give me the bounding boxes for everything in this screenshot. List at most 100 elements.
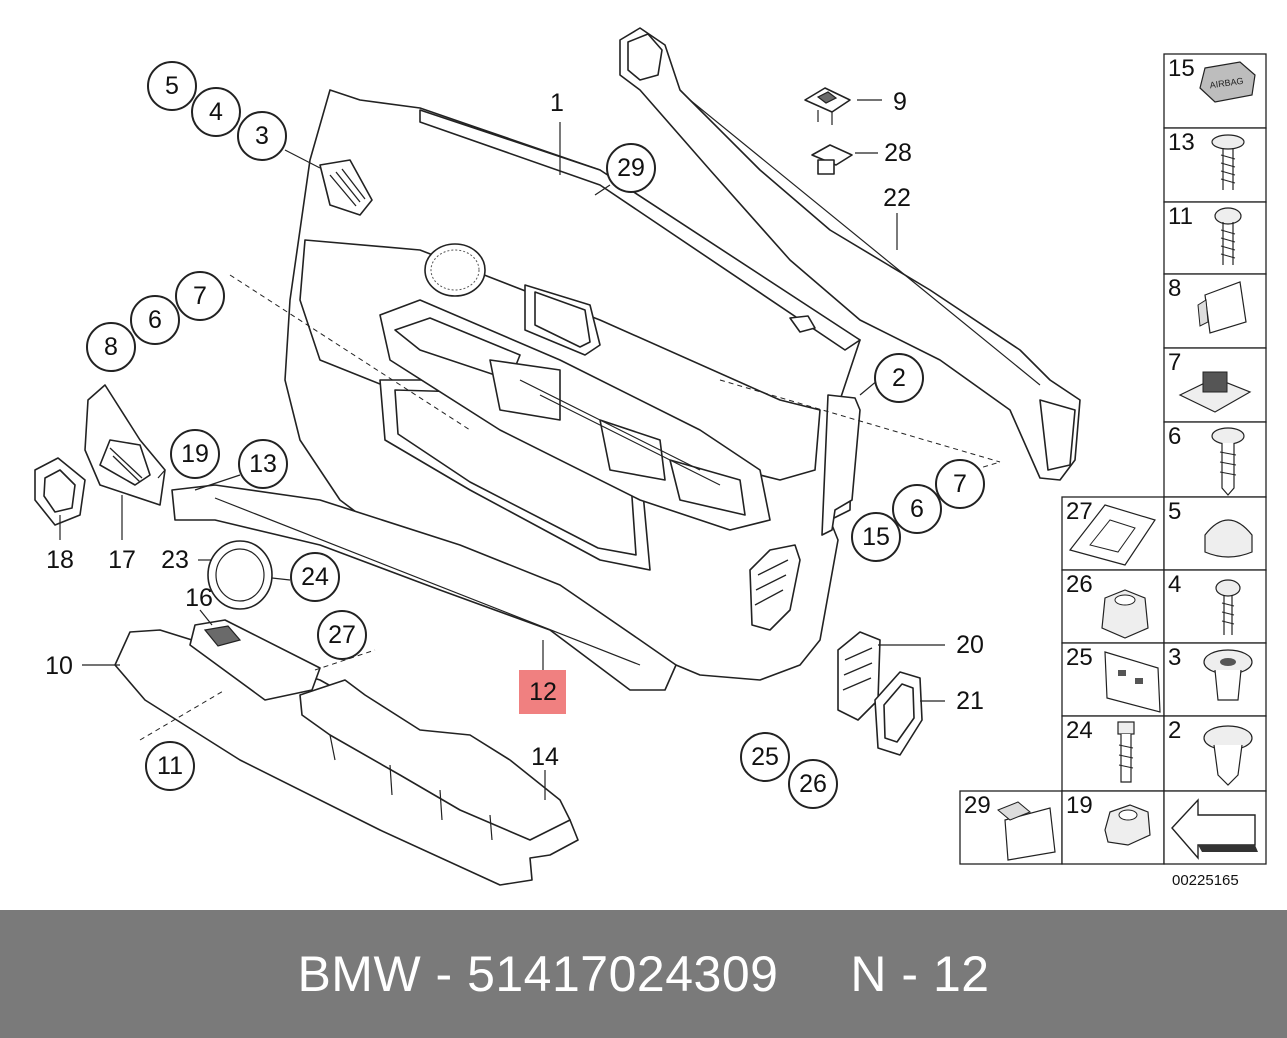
- door-trim-panel: [284, 89, 861, 681]
- callout-21: 21: [956, 687, 984, 715]
- svg-text:2: 2: [1168, 717, 1181, 744]
- callout-6-left: 6: [130, 295, 180, 345]
- grid-cell-11: 11: [1163, 201, 1267, 275]
- grid-cell-29: 29: [959, 790, 1063, 865]
- svg-text:19: 19: [1066, 792, 1093, 819]
- svg-text:4: 4: [209, 98, 223, 126]
- grid-cell-15: 15 AIRBAG: [1163, 53, 1267, 129]
- callout-15: 15: [851, 512, 901, 562]
- grid-cell-24: 24: [1061, 715, 1165, 792]
- svg-text:7: 7: [193, 282, 207, 310]
- grid-cell-3: 3: [1163, 642, 1267, 717]
- svg-text:18: 18: [46, 546, 74, 574]
- parts-grid: 15 AIRBAG 13 11 8 7: [959, 53, 1267, 865]
- grid-cell-13: 13: [1163, 127, 1267, 203]
- svg-text:3: 3: [255, 122, 269, 150]
- upper-trim-strip: [619, 27, 1081, 481]
- grid-cell-5: 5: [1163, 496, 1267, 571]
- svg-text:25: 25: [1066, 644, 1093, 671]
- svg-text:5: 5: [165, 72, 179, 100]
- svg-text:13: 13: [1168, 129, 1195, 156]
- svg-text:20: 20: [956, 631, 984, 659]
- callout-10: 10: [45, 652, 73, 680]
- grid-cell-19: 19: [1061, 790, 1165, 865]
- left-small-parts: [34, 384, 273, 610]
- svg-text:24: 24: [301, 563, 329, 591]
- callout-7-left: 7: [175, 271, 225, 321]
- callout-20: 20: [956, 631, 984, 659]
- svg-text:26: 26: [799, 770, 827, 798]
- grid-cell-arrow: [1163, 790, 1267, 865]
- svg-text:1: 1: [550, 89, 564, 117]
- svg-text:16: 16: [185, 584, 213, 612]
- footer-bar: BMW - 51417024309 N - 12: [0, 910, 1287, 1038]
- svg-text:2: 2: [892, 364, 906, 392]
- svg-text:8: 8: [104, 333, 118, 361]
- grid-cell-2: 2: [1163, 715, 1267, 792]
- callout-12-highlighted: 12: [519, 670, 566, 714]
- svg-text:27: 27: [1066, 498, 1093, 525]
- callout-13: 13: [238, 439, 288, 489]
- svg-text:11: 11: [1168, 203, 1193, 230]
- grid-cell-4: 4: [1163, 569, 1267, 644]
- svg-text:19: 19: [181, 440, 209, 468]
- svg-text:7: 7: [953, 470, 967, 498]
- svg-text:15: 15: [1168, 55, 1195, 82]
- callout-14: 14: [531, 743, 559, 771]
- callout-6-right: 6: [892, 484, 942, 534]
- svg-text:27: 27: [328, 621, 356, 649]
- svg-text:8: 8: [1168, 275, 1181, 302]
- svg-text:22: 22: [883, 184, 911, 212]
- callout-11: 11: [145, 741, 195, 791]
- callout-23: 23: [161, 546, 189, 574]
- grid-cell-8: 8: [1163, 273, 1267, 349]
- svg-text:6: 6: [910, 495, 924, 523]
- svg-text:26: 26: [1066, 571, 1093, 598]
- parts-diagram: 5 4 3 1 29 9 28 22 7 6 8 2 19 13 18 17 2…: [34, 27, 1267, 889]
- svg-text:3: 3: [1168, 644, 1181, 671]
- svg-text:24: 24: [1066, 717, 1093, 744]
- svg-text:21: 21: [956, 687, 984, 715]
- callout-24: 24: [290, 552, 340, 602]
- callout-5: 5: [147, 61, 197, 111]
- grid-cell-27: 27: [1061, 496, 1165, 571]
- callout-22: 22: [883, 184, 911, 212]
- callout-25: 25: [740, 732, 790, 782]
- callout-2: 2: [874, 353, 924, 403]
- callout-17: 17: [108, 546, 136, 574]
- grid-cell-26: 26: [1061, 569, 1165, 644]
- armrest-assembly: [114, 619, 579, 886]
- svg-text:12: 12: [529, 678, 557, 706]
- callout-4: 4: [191, 87, 241, 137]
- callout-28: 28: [884, 139, 912, 167]
- svg-text:4: 4: [1168, 571, 1181, 598]
- grid-cell-25: 25: [1061, 642, 1165, 717]
- callout-3: 3: [237, 111, 287, 161]
- part-number-text: BMW - 51417024309 N - 12: [297, 946, 990, 1002]
- svg-text:AIRBAG: AIRBAG: [1209, 76, 1244, 91]
- svg-text:25: 25: [751, 743, 779, 771]
- svg-text:17: 17: [108, 546, 136, 574]
- svg-text:10: 10: [45, 652, 73, 680]
- callout-29: 29: [606, 143, 656, 193]
- svg-text:15: 15: [862, 523, 890, 551]
- callout-19: 19: [170, 429, 220, 479]
- svg-text:29: 29: [964, 792, 991, 819]
- svg-text:5: 5: [1168, 498, 1181, 525]
- svg-text:11: 11: [157, 752, 183, 780]
- callout-26: 26: [788, 759, 838, 809]
- svg-text:28: 28: [884, 139, 912, 167]
- diagram-number: 00225165: [1172, 872, 1239, 889]
- svg-text:7: 7: [1168, 349, 1181, 376]
- svg-text:13: 13: [249, 450, 277, 478]
- right-small-parts: [804, 87, 923, 756]
- svg-text:6: 6: [148, 306, 162, 334]
- callout-16: 16: [185, 584, 213, 612]
- svg-text:6: 6: [1168, 423, 1181, 450]
- svg-text:14: 14: [531, 743, 559, 771]
- door-pocket-trim: [171, 484, 677, 691]
- callout-27: 27: [317, 610, 367, 660]
- callout-9: 9: [893, 88, 907, 116]
- grid-cell-7: 7: [1163, 347, 1267, 423]
- svg-text:29: 29: [617, 154, 645, 182]
